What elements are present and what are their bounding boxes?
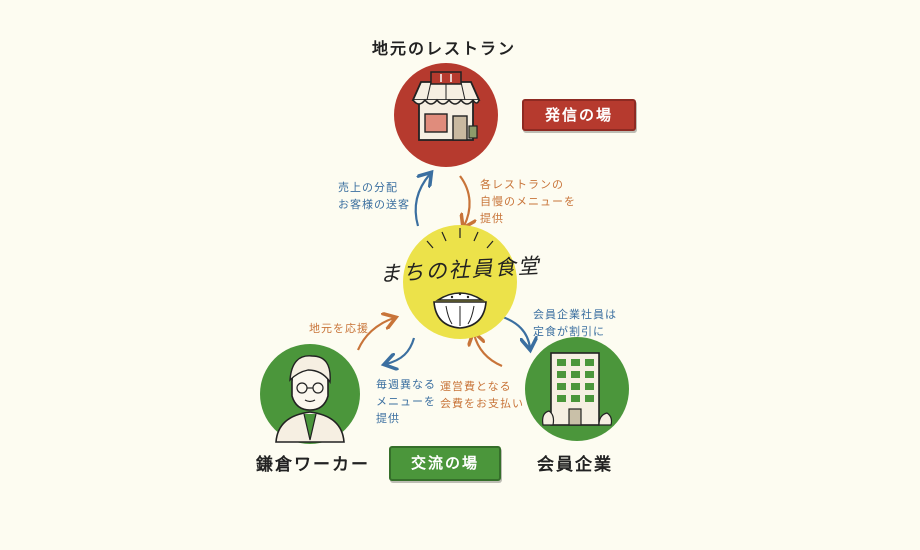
worker-label: 鎌倉ワーカー [256, 455, 370, 475]
badge-hasshin: 発信の場 [522, 99, 636, 131]
note-center-to-worker: 毎週異なる メニューを 提供 [376, 378, 436, 425]
note-center-to-restaurant: 売上の分配 お客様の送客 [338, 181, 410, 211]
note-worker-to-center: 地元を応援 [309, 322, 369, 335]
office-worker-icon [275, 355, 345, 443]
restaurant-label: 地元のレストラン [372, 39, 517, 58]
arrow-worker-to-center [356, 318, 394, 351]
note-company-to-center: 運営費となる 会費をお支払い [440, 380, 524, 410]
company-label: 会員企業 [537, 455, 613, 475]
arrow-center-to-worker [386, 337, 416, 364]
storefront-icon [411, 71, 481, 141]
worker-circle [260, 344, 360, 444]
center-circle [403, 225, 517, 339]
office-building-icon [542, 352, 613, 426]
arrow-company-to-center [474, 334, 503, 368]
note-restaurant-to-center: 各レストランの 自慢のメニューを 提供 [480, 178, 576, 225]
restaurant-circle [394, 63, 498, 167]
company-circle [525, 337, 629, 441]
arrow-center-to-restaurant [414, 174, 430, 227]
rice-bowl-icon [433, 292, 487, 329]
arrow-restaurant-to-center [459, 175, 470, 226]
note-center-to-company: 会員企業社員は 定食が割引に [533, 308, 617, 338]
badge-kouryuu: 交流の場 [389, 446, 501, 481]
